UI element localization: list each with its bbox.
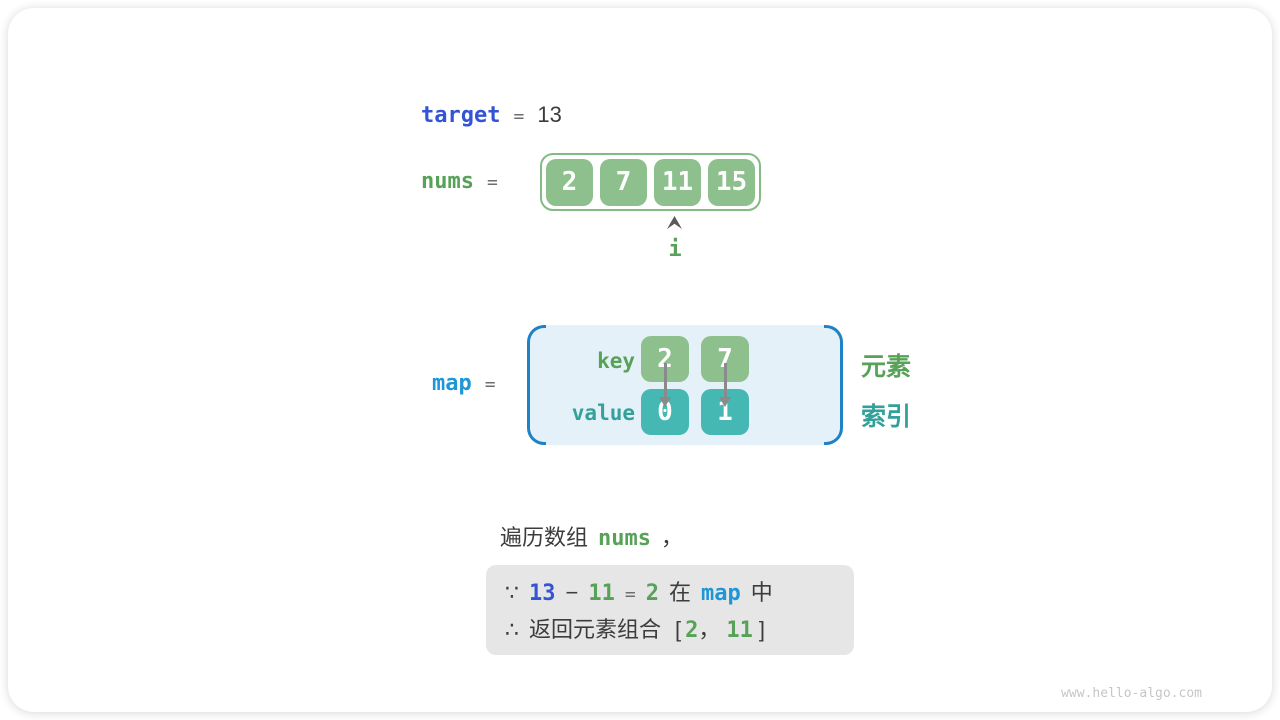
array-cell: 15 xyxy=(708,158,755,206)
arrow-down-icon xyxy=(719,363,731,407)
conclusion-box: ∵ 13 − 11 = 2 在 map 中 ∴ 返回元素组合 [ 2 ， 11 … xyxy=(486,565,854,655)
diagram-card: target = 13 nums = 2 7 11 15 i map = key… xyxy=(8,8,1272,712)
target-label: target xyxy=(421,103,501,128)
equals-sign: = xyxy=(484,374,496,395)
target-value: 13 xyxy=(537,102,562,127)
map-container: key value 2 7 0 1 xyxy=(527,325,843,445)
equals-sign: = xyxy=(486,172,498,193)
pair-comma: ， xyxy=(698,617,721,642)
array-cell: 2 xyxy=(546,158,593,206)
current-number: 11 xyxy=(588,581,615,606)
nums-assignment: nums = xyxy=(421,169,498,194)
conclusion-line-2: ∴ 返回元素组合 [ 2 ， 11 ] xyxy=(505,612,854,648)
return-text: 返回元素组合 xyxy=(529,617,662,642)
result-number: 2 xyxy=(645,581,659,606)
pair-first: 2 xyxy=(685,618,699,643)
nums-array: 2 7 11 15 xyxy=(540,153,761,211)
in-word: 在 xyxy=(668,580,691,605)
because-sign: ∵ xyxy=(505,580,519,605)
bracket-open: [ xyxy=(675,617,682,642)
watermark: www.hello-algo.com xyxy=(1061,686,1202,701)
value-row-label: value xyxy=(571,401,635,425)
map-bracket-left xyxy=(527,325,546,445)
equals-sign: = xyxy=(624,584,636,605)
key-row-label: key xyxy=(597,349,635,373)
nums-label: nums xyxy=(421,169,474,194)
arrow-down-icon xyxy=(659,363,671,407)
suffix-word: 中 xyxy=(750,580,773,605)
pair-second: 11 xyxy=(726,618,753,643)
map-ref: map xyxy=(700,581,741,606)
array-cell: 11 xyxy=(654,158,701,206)
target-number: 13 xyxy=(529,581,556,606)
map-label: map xyxy=(432,371,472,396)
therefore-sign: ∴ xyxy=(505,617,519,642)
caption-comma: ， xyxy=(661,525,684,550)
target-assignment: target = 13 xyxy=(421,102,562,128)
caption-code: nums xyxy=(598,526,651,551)
map-assignment: map = xyxy=(432,371,496,396)
equals-sign: = xyxy=(513,106,525,127)
caption-text: 遍历数组 xyxy=(500,525,589,550)
caret-up-icon xyxy=(667,216,682,229)
bracket-close: ] xyxy=(758,617,766,642)
caption: 遍历数组 nums ， xyxy=(500,520,683,552)
array-cell: 7 xyxy=(600,158,647,206)
element-side-label: 元素 xyxy=(861,353,912,381)
map-bracket-right xyxy=(824,325,843,445)
index-side-label: 索引 xyxy=(861,403,912,431)
conclusion-line-1: ∵ 13 − 11 = 2 在 map 中 xyxy=(505,575,854,612)
minus-sign: − xyxy=(565,580,579,605)
index-pointer-label: i xyxy=(668,237,682,262)
